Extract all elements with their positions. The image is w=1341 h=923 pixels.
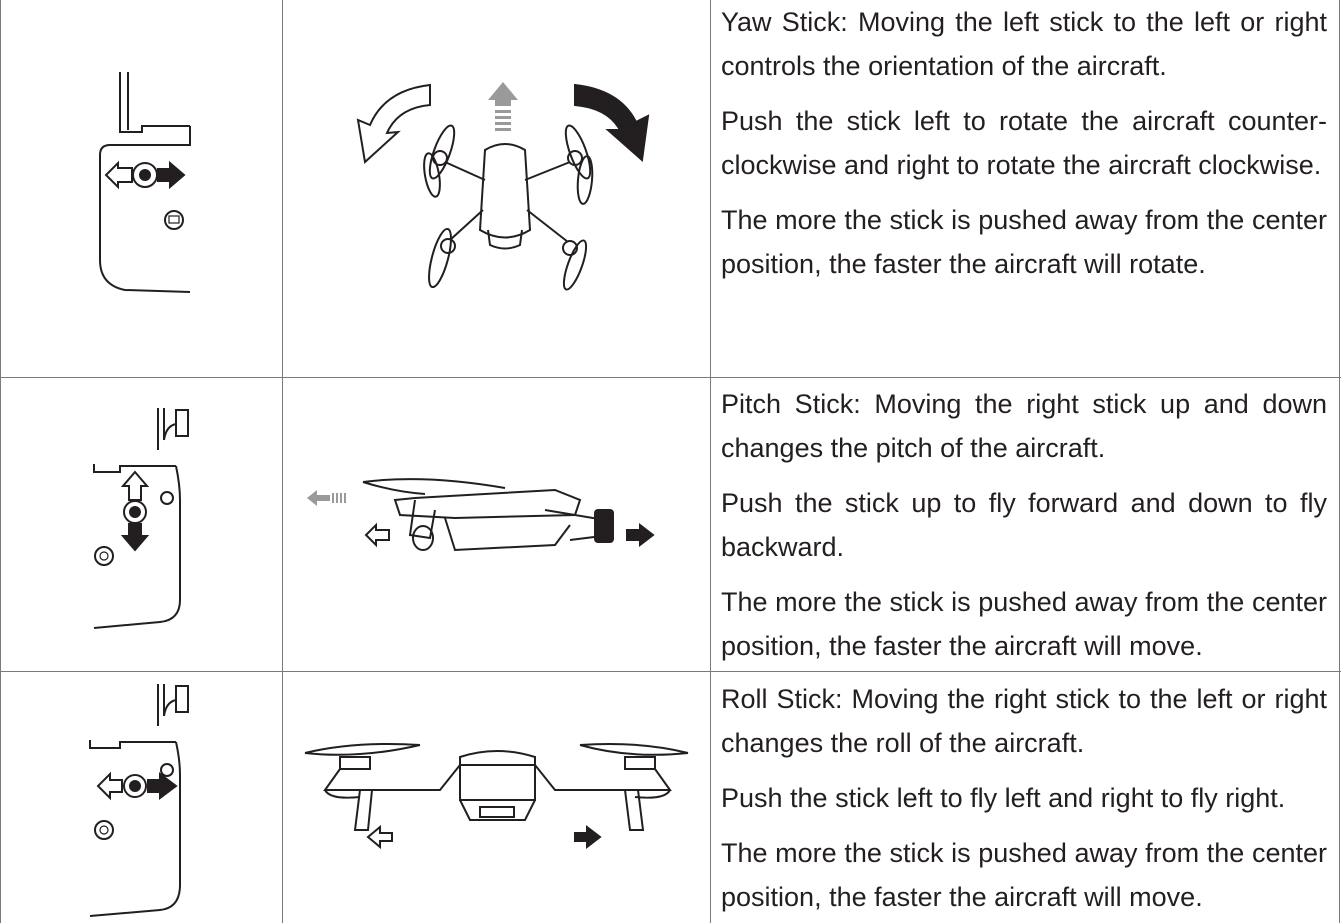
roll-paragraph-2: Push the stick left to fly left and righ… <box>721 783 1286 813</box>
pitch-paragraph-2: Push the stick up to fly forward and dow… <box>721 488 1327 562</box>
yaw-paragraph-2: Push the stick left to rotate the aircra… <box>721 106 1327 180</box>
pitch-drone-side-view-icon <box>305 470 675 570</box>
yaw-remote-controller-icon <box>60 60 210 300</box>
yaw-paragraph-1: Yaw Stick: Moving the left stick to the … <box>721 7 1327 81</box>
roll-remote-controller-icon <box>80 680 210 920</box>
pitch-remote-controller-icon <box>80 400 210 640</box>
roll-paragraph-1: Roll Stick: Moving the right stick to th… <box>721 684 1327 758</box>
column-divider-2 <box>710 0 711 923</box>
pitch-paragraph-3: The more the stick is pushed away from t… <box>721 587 1327 661</box>
yaw-description: Yaw Stick: Moving the left stick to the … <box>721 0 1327 286</box>
pitch-description: Pitch Stick: Moving the right stick up a… <box>721 382 1327 668</box>
yaw-paragraph-3: The more the stick is pushed away from t… <box>721 205 1327 279</box>
table-border-right <box>1339 0 1340 923</box>
roll-description: Roll Stick: Moving the right stick to th… <box>721 677 1327 919</box>
table-border-left <box>0 0 1 923</box>
row-divider-2 <box>0 671 1341 672</box>
roll-drone-front-view-icon <box>300 735 695 855</box>
roll-paragraph-3: The more the stick is pushed away from t… <box>721 838 1327 912</box>
pitch-paragraph-1: Pitch Stick: Moving the right stick up a… <box>721 389 1327 463</box>
column-divider-1 <box>282 0 283 923</box>
yaw-drone-top-view-icon <box>330 70 670 300</box>
row-divider-1 <box>0 377 1341 378</box>
